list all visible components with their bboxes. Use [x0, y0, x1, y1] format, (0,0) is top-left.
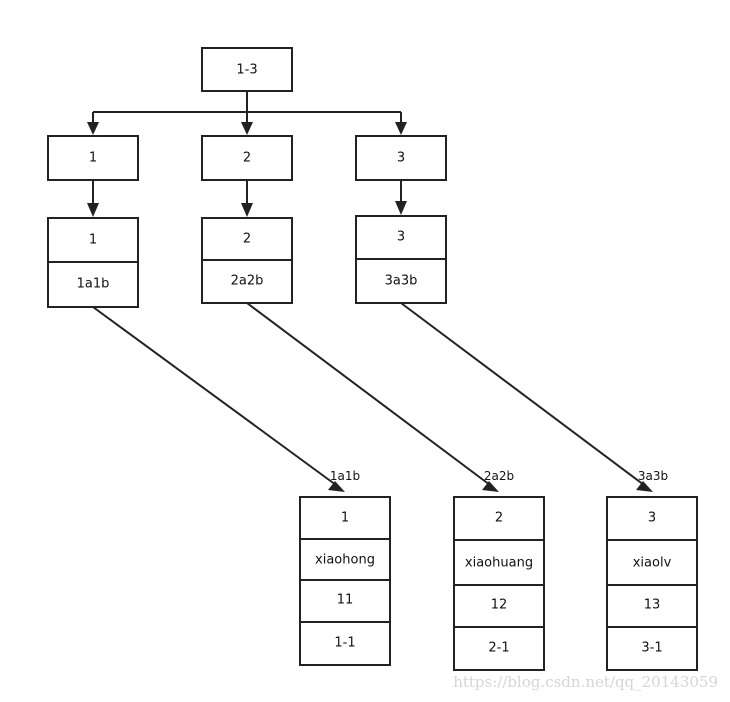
index-page-row-box: [201, 259, 293, 304]
intermediate-node-label: 2: [243, 151, 251, 166]
data-page-row-box: [606, 539, 698, 586]
intermediate-node-box: [355, 135, 447, 181]
data-page-row-box: [299, 579, 391, 623]
data-page-cell: xiaolv: [633, 556, 672, 571]
data-page-cell: xiaohuang: [465, 556, 533, 571]
data-page-row-box: [299, 621, 391, 666]
arrowhead-icon: [241, 203, 253, 217]
index-page-row-box: [201, 217, 293, 261]
index-page-pointer: 3a3b: [385, 274, 418, 289]
data-page-cell: 11: [337, 593, 354, 608]
intermediate-node-box: [201, 135, 293, 181]
index-page-1: 1 1a1b: [47, 217, 139, 308]
diagonal-connectors: [92, 302, 653, 492]
level-connectors: [87, 180, 407, 217]
diagonal-line-1: [92, 306, 337, 486]
intermediate-node-label: 3: [397, 151, 405, 166]
index-page-3: 3 3a3b: [355, 215, 447, 304]
data-page-cell: 1-1: [334, 636, 355, 651]
index-page-key: 2: [243, 232, 251, 247]
index-page-key: 1: [89, 233, 97, 248]
data-page-row-box: [606, 496, 698, 541]
data-page-row-box: [299, 496, 391, 540]
diagonal-line-2: [246, 302, 491, 486]
intermediate-node-2: 2: [201, 135, 293, 181]
intermediate-node-box: [47, 135, 139, 181]
index-page-row-box: [47, 261, 139, 308]
intermediate-node-label: 1: [89, 151, 97, 166]
data-page-row-box: [453, 539, 545, 586]
intermediate-node-1: 1: [47, 135, 139, 181]
data-page-3: 3a3b 3 xiaolv 13 3-1: [606, 469, 698, 671]
index-page-key: 3: [397, 230, 405, 245]
root-connectors: [87, 91, 407, 135]
data-page-cell: 2: [495, 511, 503, 526]
arrowhead-icon: [241, 122, 253, 135]
arrowhead-icon: [87, 203, 99, 217]
data-page-label: 1a1b: [330, 469, 360, 483]
index-page-row-box: [355, 258, 447, 304]
arrowhead-icon: [87, 122, 99, 135]
data-page-row-box: [453, 584, 545, 628]
data-page-cell: 3: [648, 511, 656, 526]
data-page-cell: 2-1: [488, 641, 509, 656]
data-page-1: 1a1b 1 xiaohong 11 1-1: [299, 469, 391, 666]
data-page-cell: xiaohong: [315, 553, 375, 568]
data-page-cell: 3-1: [641, 641, 662, 656]
data-page-row-box: [453, 626, 545, 671]
index-page-pointer: 2a2b: [231, 274, 264, 289]
data-page-row-box: [453, 496, 545, 541]
data-page-2: 2a2b 2 xiaohuang 12 2-1: [453, 469, 545, 671]
index-page-row-box: [355, 215, 447, 260]
arrowhead-icon: [328, 481, 345, 492]
data-page-row-box: [606, 584, 698, 628]
data-page-cell: 13: [644, 598, 661, 613]
intermediate-node-3: 3: [355, 135, 447, 181]
diagonal-line-3: [400, 302, 645, 486]
watermark-text: https://blog.csdn.net/qq_20143059: [453, 673, 718, 691]
root-node-label: 1-3: [236, 63, 257, 78]
data-page-cell: 12: [491, 598, 508, 613]
data-page-cell: 1: [341, 511, 349, 526]
arrowhead-icon: [395, 122, 407, 135]
arrowhead-icon: [395, 201, 407, 215]
arrowhead-icon: [482, 481, 499, 492]
index-page-2: 2 2a2b: [201, 217, 293, 304]
root-node: 1-3: [201, 47, 293, 92]
index-page-pointer: 1a1b: [77, 277, 110, 292]
data-page-label: 3a3b: [638, 469, 668, 483]
data-page-row-box: [299, 538, 391, 581]
index-page-row-box: [47, 217, 139, 263]
arrowhead-icon: [636, 481, 653, 492]
root-node-box: [201, 47, 293, 92]
data-page-label: 2a2b: [484, 469, 514, 483]
data-page-row-box: [606, 626, 698, 671]
